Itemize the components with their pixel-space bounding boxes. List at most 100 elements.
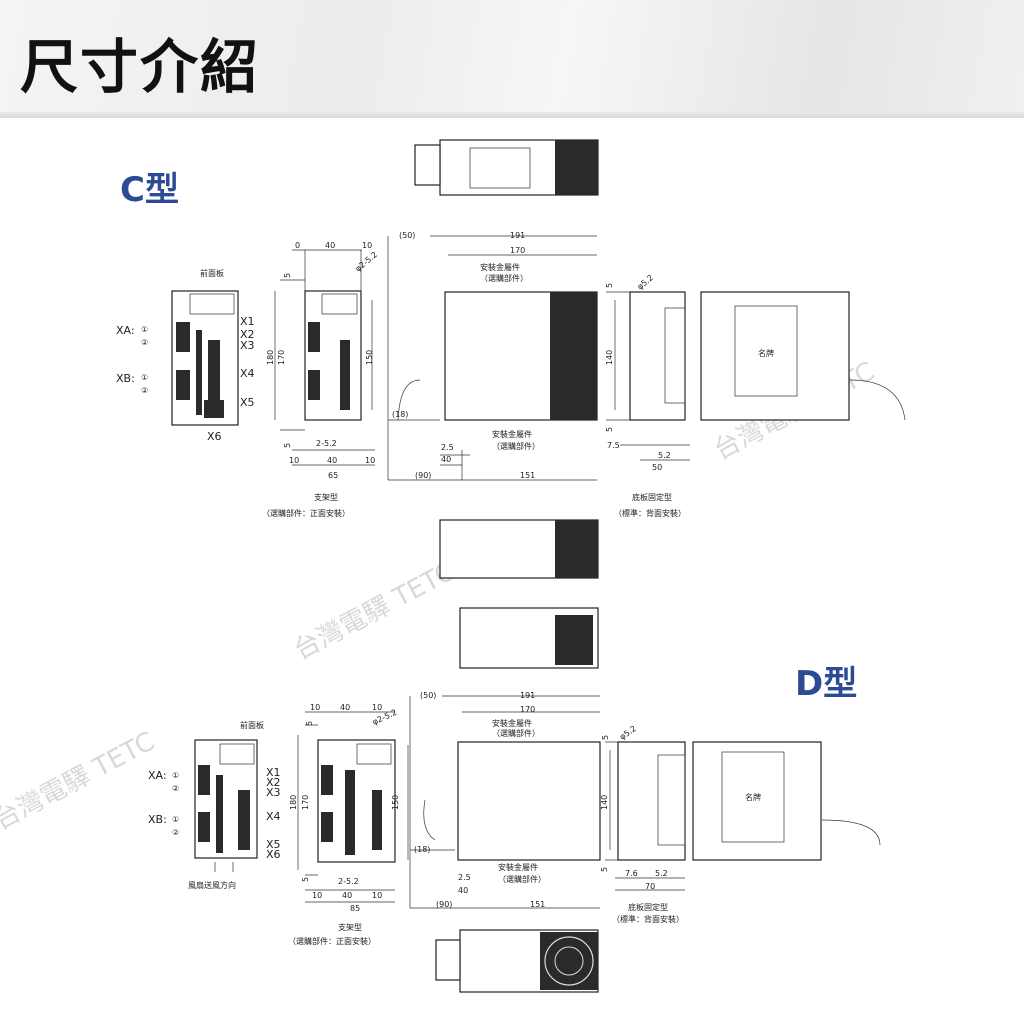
dim-151-d: 151 — [530, 900, 545, 909]
label-nameplate-d: 名牌 — [745, 792, 761, 802]
dim-85: 85 — [350, 904, 360, 913]
d-rear-view: 名牌 — [692, 741, 881, 861]
c-side-view: (50) 191 170 安裝金屬件 （選購部件） (18) 安裝金屬件 （選購… — [387, 231, 598, 481]
dim-191: 191 — [510, 231, 525, 240]
dim-5b-d: 5 — [301, 877, 310, 882]
label-metal-2-d: 安裝金屬件 — [498, 862, 538, 872]
label-xa-d-2: ② — [172, 784, 179, 793]
caption-base-sub: （標準：背面安裝） — [614, 508, 686, 518]
dim-180: 180 — [266, 350, 275, 365]
dim-hole-c: φ5.2 — [636, 273, 656, 291]
label-fan-direction: 風扇送風方向 — [188, 880, 236, 890]
header-banner: 尺寸介紹 — [0, 0, 1024, 118]
dim-151: 151 — [520, 471, 535, 480]
label-xb-1: ① — [141, 373, 148, 382]
c-top-view — [414, 139, 599, 196]
label-x4-d: X4 — [266, 810, 281, 823]
label-xa-1: ① — [141, 325, 148, 334]
label-xa-d: XA: — [148, 769, 167, 782]
dim-b40-d: 40 — [342, 891, 352, 900]
label-xb-d-1: ① — [172, 815, 179, 824]
dim-40s: 40 — [441, 455, 451, 464]
watermark-text: 台灣電驛 TETC — [289, 557, 459, 667]
dim-5: 5 — [283, 273, 292, 278]
label-x3: X3 — [240, 339, 255, 352]
dim-0: 0 — [295, 241, 300, 250]
caption-bracket-sub: （選購部件：正面安裝） — [262, 508, 350, 518]
dim-holes: 2-5.2 — [316, 439, 337, 448]
dim-140: 140 — [605, 350, 614, 365]
dim-7-6: 7.6 — [625, 869, 638, 878]
dim-5d-d: 5 — [600, 867, 609, 872]
d-side-view: (50) 191 170 安裝金屬件 （選購部件） (18) 安裝金屬件 （選購… — [409, 691, 601, 909]
dim-40s-d: 40 — [458, 886, 468, 895]
dim-191-d: 191 — [520, 691, 535, 700]
dim-hole: φ2-5.2 — [354, 250, 380, 274]
dim-10b: 10 — [365, 456, 375, 465]
label-xb-d-2: ② — [172, 828, 179, 837]
c-front-view: 前面板 XA: ① ② XB: ① ② X1 X2 X3 X4 X5 X6 — [116, 268, 255, 443]
c-bottom-views — [439, 519, 599, 669]
dim-170s-d: 170 — [520, 705, 535, 714]
c-rear-view: 名牌 — [700, 291, 906, 421]
label-xb: XB: — [116, 372, 135, 385]
label-xb-d: XB: — [148, 813, 167, 826]
dim-5-2-d: 5.2 — [655, 869, 668, 878]
dim-b10a-d: 10 — [312, 891, 322, 900]
label-metal-2: 安裝金屬件 — [492, 429, 532, 439]
dim-5-2: 5.2 — [658, 451, 671, 460]
label-xa: XA: — [116, 324, 135, 337]
d-front-view: 前面板 XA: ① ② XB: ① ② X1 X2 X3 X4 X5 X6 風扇… — [148, 720, 281, 890]
dim-90-d: (90) — [436, 900, 452, 909]
label-optional-2: （選購部件） — [492, 441, 540, 451]
dim-170: 170 — [277, 350, 286, 365]
label-xb-2: ② — [141, 386, 148, 395]
label-front-panel-d: 前面板 — [240, 720, 264, 730]
d-bottom-view — [435, 929, 599, 993]
dim-5d: 5 — [605, 427, 614, 432]
caption-bracket-sub-d: （選購部件：正面安裝） — [288, 936, 376, 946]
dim-18: (18) — [392, 410, 408, 419]
dim-holes-d: 2-5.2 — [338, 877, 359, 886]
label-x2: X2 — [240, 328, 255, 341]
label-nameplate: 名牌 — [758, 348, 774, 358]
dim-10: 10 — [362, 241, 372, 250]
c-bracket-view: 0 40 10 φ2-5.2 5 180 170 150 5 2-5.2 10 … — [262, 241, 379, 518]
caption-base-sub-d: （標準：背面安裝） — [612, 914, 684, 924]
caption-base: 底板固定型 — [632, 492, 672, 502]
dim-40: 40 — [325, 241, 335, 250]
label-xa-d-1: ① — [172, 771, 179, 780]
caption-bracket: 支架型 — [314, 492, 338, 502]
c-back-view: 5 φ5.2 140 5 7.5 5.2 50 底板固定型 （標準：背面安裝） — [605, 273, 690, 518]
dim-2-5-d: 2.5 — [458, 873, 471, 882]
d-type-heading: D型 — [795, 664, 858, 704]
dim-5-d: 5 — [305, 721, 314, 726]
label-metal: 安裝金屬件 — [480, 262, 520, 272]
dim-10-d: 10 — [310, 703, 320, 712]
d-back-view: 5 φ5.2 140 5 7.6 5.2 70 底板固定型 （標準：背面安裝） — [600, 724, 686, 924]
label-x6-d: X6 — [266, 848, 281, 861]
caption-base-d: 底板固定型 — [628, 902, 668, 912]
dim-50: (50) — [399, 231, 415, 240]
label-metal-d: 安裝金屬件 — [492, 718, 532, 728]
dim-180-d: 180 — [289, 795, 298, 810]
dim-150-d: 150 — [391, 795, 400, 810]
dim-50b: 50 — [652, 463, 662, 472]
fan-icon — [544, 936, 594, 986]
dim-90: (90) — [415, 471, 431, 480]
dim-70: 70 — [645, 882, 655, 891]
label-x4: X4 — [240, 367, 255, 380]
c-type-heading: C型 — [120, 170, 179, 210]
label-optional-2-d: （選購部件） — [498, 874, 546, 884]
label-x3-d: X3 — [266, 786, 281, 799]
caption-bracket-d: 支架型 — [338, 922, 362, 932]
dim-7-5: 7.5 — [607, 441, 620, 450]
dim-40b: 40 — [327, 456, 337, 465]
dim-10b-d: 10 — [372, 703, 382, 712]
label-x1-d: X1 — [266, 766, 281, 779]
dim-10a: 10 — [289, 456, 299, 465]
dim-5b: 5 — [283, 443, 292, 448]
dim-18-d: (18) — [414, 845, 430, 854]
watermark-text: 台灣電驛 TETC — [0, 727, 160, 837]
